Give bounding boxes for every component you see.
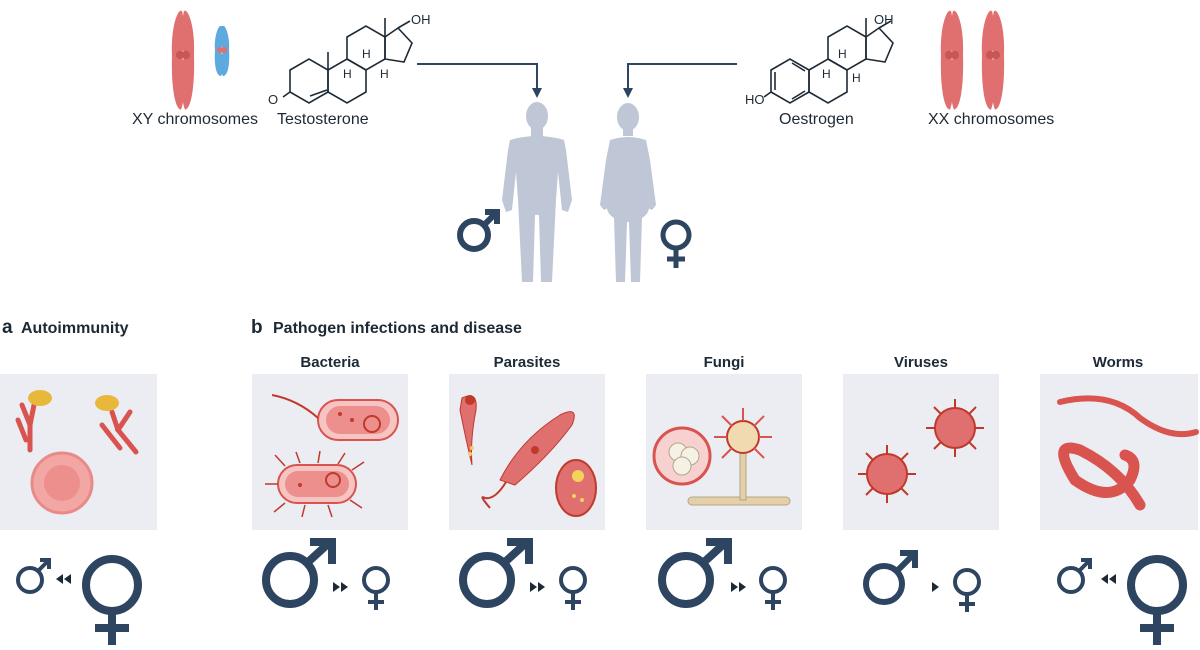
male-silhouette [502,102,572,282]
oestrogen-oh-label: OH [874,12,894,27]
fungi-comparison [658,538,787,610]
virus-icon [858,445,916,503]
fungus-hypha-icon [687,408,791,506]
xx-chromosomes-label: XX chromosomes [928,111,1055,128]
parasites-comparison [459,538,587,610]
greater-icon [932,582,939,592]
less-less-icon [56,574,71,584]
female-symbol-large-icon [82,555,142,645]
male-symbol-medium-icon [863,550,918,605]
virus-icon [926,399,984,457]
oestrogen-h-label-1: H [822,67,831,81]
greater-greater-icon [731,582,746,592]
male-symbol-icon [457,209,500,252]
xy-chromosomes-label: XY chromosomes [132,111,258,128]
female-symbol-small-icon [953,568,981,612]
testosterone-oh-label: OH [411,12,431,27]
worm-icon [1057,395,1199,438]
comparison-symbols [16,538,1187,645]
testosterone-o-label: O [268,92,278,107]
panel-illustrations [15,390,1199,518]
testosterone-h-label-1: H [343,67,352,81]
y-chromosome-icon [214,26,230,76]
antibody-icon [15,402,37,453]
female-symbol-large-icon [1127,555,1187,645]
male-symbol-small-icon [16,558,51,594]
bacterium-icon [271,394,399,441]
testosterone-label: Testosterone [277,111,369,128]
oestrogen-label: Oestrogen [779,111,854,128]
testosterone-h-label-3: H [380,67,389,81]
oestrogen-ho-label: HO [745,92,765,107]
panel-title-parasites: Parasites [493,354,561,371]
male-symbol-large-icon [459,538,533,608]
oestrogen-h-label-2: H [838,47,847,61]
oestrogen-h-label-3: H [852,71,861,85]
testosterone-structure [282,18,413,104]
antigen-icon [28,390,52,406]
worms-comparison [1057,555,1187,645]
top-diagram: O OH H H H HO OH H H H [171,10,1005,282]
less-less-icon [1101,574,1116,584]
male-symbol-large-icon [658,538,732,608]
parasite-icon [459,395,477,466]
female-symbol-small-icon [759,566,787,610]
oestrogen-arrow [627,63,737,92]
parasite-icon [481,411,575,509]
testosterone-arrow [417,63,538,92]
bacteria-comparison [262,538,390,610]
x-chromosome-icon [940,10,964,110]
fungus-spore-icon [652,426,712,486]
female-symbol-small-icon [362,566,390,610]
panel-title-worms: Worms [1092,354,1144,371]
panel-title-viruses: Viruses [894,354,948,371]
panel-title-fungi: Fungi [703,354,745,371]
oestrogen-structure [763,18,894,104]
male-symbol-large-icon [262,538,336,608]
x-chromosome-icon [171,10,195,110]
section-a-letter: a [2,317,13,338]
section-a-title: Autoimmunity [21,320,129,337]
antigen-icon [95,395,119,411]
greater-greater-icon [530,582,545,592]
testosterone-arrow-head [532,88,542,98]
female-symbol-icon [660,219,692,268]
testosterone-h-label-2: H [362,47,371,61]
x-chromosome-icon [981,10,1005,110]
viruses-comparison [863,550,981,612]
section-b-letter: b [251,317,263,338]
male-symbol-small-icon [1057,558,1092,594]
worm-icon [1058,442,1146,511]
female-symbol-small-icon [559,566,587,610]
section-b-title: Pathogen infections and disease [273,320,522,337]
viruses-panel [843,374,999,530]
parasite-icon [555,459,597,517]
bacterium-icon [265,450,365,518]
autoimmunity-comparison [16,555,142,645]
oestrogen-arrow-head [623,88,633,98]
female-silhouette [600,103,656,282]
greater-greater-icon [333,582,348,592]
panel-title-bacteria: Bacteria [300,354,360,371]
antibody-icon [99,409,139,455]
